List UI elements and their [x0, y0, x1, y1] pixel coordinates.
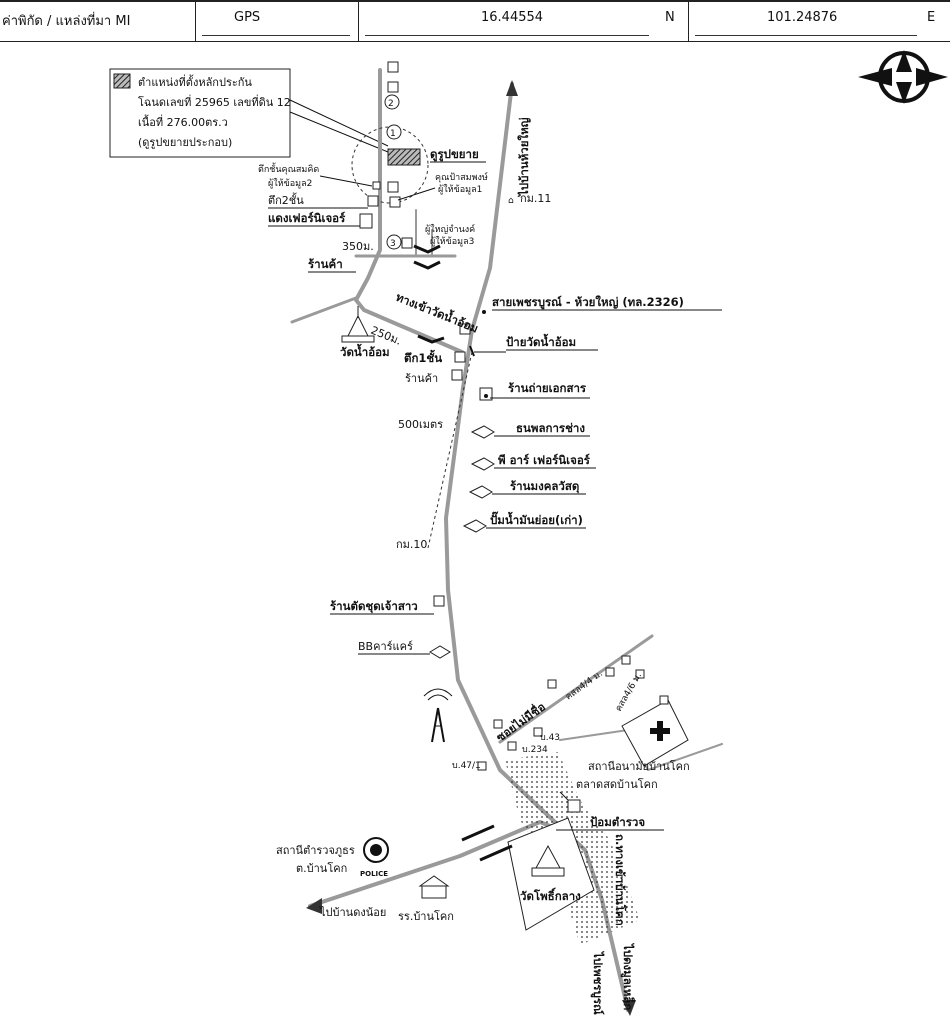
source-underline — [202, 35, 350, 36]
tanaphon-label: ธนพลการช่าง — [516, 421, 585, 435]
kosol46-label: คสล4/6 ม. — [614, 671, 644, 713]
bridal-label: ร้านตัดชุดเจ้าสาว — [330, 599, 418, 614]
latitude-dir: N — [665, 10, 675, 25]
marker-1-icon: 1 — [386, 124, 402, 140]
informant3-name-label: ผู้ใหญ่จำนงค์ — [425, 223, 475, 235]
shop-label: ร้านค้า — [308, 257, 343, 271]
two-storey-label: ตึก2ชั้น — [268, 192, 304, 207]
latitude-value: 16.44554 — [481, 10, 544, 25]
police-badge-text: POLICE — [360, 870, 388, 878]
to-dong-lek-label: ไปดงมูลเหล็ก — [620, 942, 636, 1010]
zoom-area — [351, 126, 429, 204]
longitude-underline — [695, 35, 917, 36]
furniture-daeng-label: แดงเฟอร์นิเจอร์ — [268, 211, 346, 225]
to-huai-yai-label: ไปบ้านห้วยใหญ่ — [517, 117, 531, 198]
legend-box: ตำแหน่งที่ตั้งหลักประกัน โฉนดเลขที่ 2596… — [109, 68, 389, 158]
b43-label: บ.43 — [540, 733, 560, 743]
informant1-name-label: คุณป้าสมพงษ์ — [435, 171, 488, 183]
school-icon — [418, 875, 450, 899]
to-dong-noi-label: ไปบ้านดงน้อย — [319, 906, 386, 919]
health-center-label: สถานีอนามัยบ้านโคก — [588, 759, 690, 773]
market-icon — [567, 799, 581, 813]
zoom-label: ดูรูปขยาย — [430, 147, 479, 162]
village-road — [354, 68, 464, 354]
bridge-mark — [461, 824, 495, 842]
b234-label: บ.234 — [522, 745, 548, 755]
gas-station-label: ปั๊มน้ำมันย่อย(เก่า) — [490, 511, 583, 527]
legend-line4: (ดูรูปขยายประกอบ) — [138, 136, 232, 149]
compass-letter: N — [899, 71, 909, 85]
temple-icon — [341, 306, 375, 343]
collateral-parcel — [387, 148, 421, 166]
pr-furniture-label: พี อาร์ เฟอร์นิเจอร์ — [498, 453, 591, 467]
police-station2-label: ต.บ้านโคก — [296, 861, 347, 875]
wat-pho-label: วัดโพธิ์กลาง — [520, 887, 581, 903]
north-arrow-icon: N — [858, 50, 948, 104]
market-label: ตลาดสดบ้านโคก — [576, 777, 658, 791]
mongkol-label: ร้านมงคลวัสดุ — [510, 479, 579, 494]
longitude-value: 101.24876 — [767, 10, 838, 25]
collateral-swatch — [113, 73, 131, 89]
svg-text:1: 1 — [390, 129, 396, 139]
informant2-label: ผู้ให้ข้อมูล2 — [268, 178, 312, 189]
marker-2-icon: 2 — [384, 94, 400, 110]
km10-label: กม.10 — [396, 538, 427, 551]
temple-icon — [531, 844, 565, 877]
coord-label-cell: ค่าพิกัด / แหล่งที่มา MI — [0, 2, 195, 42]
marker-3-icon: 3 — [386, 234, 402, 250]
bb-car-label: BBคาร์แคร์ — [358, 640, 413, 653]
coord-label: ค่าพิกัด / แหล่งที่มา MI — [2, 14, 131, 29]
longitude-dir: E — [927, 10, 936, 25]
main-road-label: สายเพชรบูรณ์ - ห้วยใหญ่ (ทล.2326) — [492, 295, 684, 310]
svg-text:2: 2 — [388, 99, 394, 109]
legend-pointer — [289, 99, 389, 147]
informant3-label: ผู้ให้ข้อมูล3 — [430, 236, 474, 247]
road-to-ban-kok-label: ถ.ทางเข้าบ้านโคก — [613, 834, 628, 926]
arrow-to-huai-yai — [506, 80, 518, 96]
copy-shop-label: ร้านถ่ายเอกสาร — [508, 381, 587, 395]
building-informant2-label: ตึกชั้นคุณสมคิด — [258, 162, 319, 175]
medical-cross-icon — [650, 721, 670, 741]
legend-line3: เนื้อที่ 276.00ตร.ว — [138, 114, 228, 129]
police-box-label: ป้อมตำรวจ — [590, 815, 645, 829]
km11-label: กม.11 — [520, 192, 551, 205]
latitude-underline — [365, 35, 649, 36]
building-storey-label: ตึก1ชั้น — [404, 349, 442, 365]
latitude-cell: 16.44554 N — [358, 2, 689, 42]
soi-unnamed — [498, 634, 654, 744]
arrow-to-dong-lek — [622, 1000, 636, 1016]
side-road-west — [290, 296, 358, 324]
km-post-icon: ⌂ — [508, 196, 514, 206]
wat-nam-om-label: วัดน้ำอ้อม — [340, 343, 390, 359]
wat-sign-label: ป้ายวัดน้ำอ้อม — [506, 333, 576, 349]
school-label: รร.บ้านโคก — [398, 909, 454, 923]
lower-buildings — [477, 655, 669, 771]
to-phetchabun-label: ไปเพชรบูรณ์ — [590, 950, 605, 1015]
police-station1-label: สถานีตำรวจภูธร — [276, 844, 355, 857]
bridge-mark — [413, 244, 441, 254]
longitude-cell: 101.24876 E — [688, 2, 950, 42]
shop2-label: ร้านค้า — [405, 372, 438, 385]
kosol44-label: คสล4/4 ม. — [564, 669, 605, 702]
informant1-label: ผู้ให้ข้อมูล1 — [438, 184, 482, 195]
b47-label: บ.47/1 — [452, 761, 481, 771]
antenna-tower-icon — [423, 688, 453, 743]
source-cell: GPS — [195, 2, 356, 42]
svg-text:3: 3 — [390, 239, 396, 249]
legend-line1: ตำแหน่งที่ตั้งหลักประกัน — [138, 74, 252, 89]
police-badge-icon: POLICE — [360, 837, 389, 878]
source-value: GPS — [234, 10, 261, 25]
m500-label: 500เมตร — [398, 418, 443, 431]
shop-icons — [429, 425, 495, 659]
coordinate-header: ค่าพิกัด / แหล่งที่มา MI GPS 16.44554 N … — [0, 0, 950, 42]
m350-label: 350ม. — [342, 240, 374, 253]
legend-line2: โฉนดเลขที่ 25965 เลขที่ดิน 12 — [138, 94, 291, 109]
